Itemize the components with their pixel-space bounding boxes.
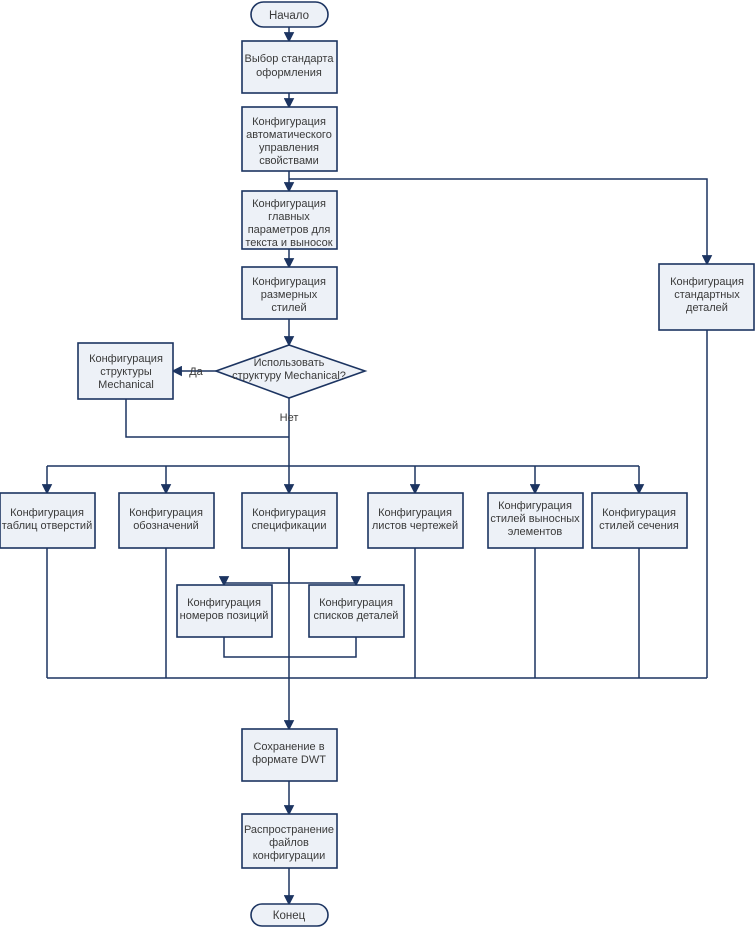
node-autoprops-label-line1: Конфигурация (252, 116, 326, 128)
connector-layer (41, 27, 713, 906)
node-textparams-label-line3: параметров для (248, 224, 331, 236)
node-decision-label-line2: структуру Mechanical? (232, 370, 346, 382)
node-end-label: Конец (273, 910, 306, 922)
node-stdparts-label-line3: деталей (686, 302, 728, 314)
node-savedwt-label-line1: Сохранение в (253, 741, 324, 753)
node-detailviews-label-line2: стилей выносных (490, 513, 580, 525)
node-decision-use-mechanical[interactable]: Использовать структуру Mechanical? (213, 344, 368, 399)
node-autoprops-label-line3: управления (259, 142, 319, 154)
node-holetables[interactable]: Конфигурация таблиц отверстий (0, 492, 96, 549)
node-textparams-label-line4: текста и выносок (245, 237, 332, 249)
node-sectionstyles[interactable]: Конфигурация стилей сечения (591, 492, 688, 549)
node-distribute[interactable]: Распространение файлов конфигурации (241, 813, 338, 869)
node-bom-label-line2: спецификации (252, 520, 327, 532)
node-autoprops-label-line4: свойствами (259, 155, 319, 167)
edge-label-no: Нет (280, 412, 299, 424)
node-standard-label-line2: оформления (256, 67, 322, 79)
node-end[interactable]: Конец (250, 903, 329, 927)
node-holetables-label-line1: Конфигурация (10, 507, 84, 519)
node-start-label: Начало (269, 10, 309, 22)
node-detailviews-label-line3: элементов (508, 526, 563, 538)
node-standard[interactable]: Выбор стандарта оформления (241, 40, 338, 94)
node-sheets-label-line1: Конфигурация (378, 507, 452, 519)
node-distribute-label-line2: файлов (269, 837, 309, 849)
node-sheets-label-line2: листов чертежей (372, 520, 458, 532)
edge-bom-split (224, 548, 356, 584)
node-stdparts-label-line1: Конфигурация (670, 276, 744, 288)
node-bom[interactable]: Конфигурация спецификации (241, 492, 338, 549)
node-partlists-label-line1: Конфигурация (319, 597, 393, 609)
node-stdparts[interactable]: Конфигурация стандартных деталей (658, 263, 755, 331)
node-stdparts-label-line2: стандартных (674, 289, 740, 301)
node-balloons[interactable]: Конфигурация номеров позиций (176, 584, 273, 638)
node-mechstruct-label-line3: Mechanical (98, 379, 154, 391)
node-dimstyles[interactable]: Конфигурация размерных стилей (241, 266, 338, 320)
node-detailviews-label-line1: Конфигурация (498, 500, 572, 512)
node-dimstyles-label-line2: размерных (261, 289, 318, 301)
node-symbols-label-line1: Конфигурация (129, 507, 203, 519)
node-sheets[interactable]: Конфигурация листов чертежей (367, 492, 464, 549)
node-bom-label-line1: Конфигурация (252, 507, 326, 519)
node-sectionstyles-label-line1: Конфигурация (602, 507, 676, 519)
edge-balloons-partlists-merge (223, 637, 357, 658)
node-start[interactable]: Начало (250, 1, 329, 28)
edge-mechstruct-to-trunk (125, 399, 289, 438)
node-dimstyles-label-line3: стилей (271, 302, 306, 314)
node-balloons-label-line2: номеров позиций (180, 610, 269, 622)
node-mechstruct[interactable]: Конфигурация структуры Mechanical (77, 342, 174, 400)
node-balloons-label-line1: Конфигурация (187, 597, 261, 609)
node-decision-label-line1: Использовать (254, 357, 325, 369)
edge-autoprops-to-stdparts (289, 178, 713, 266)
node-autoprops-label-line2: автоматического (246, 129, 332, 141)
node-dimstyles-label-line1: Конфигурация (252, 276, 326, 288)
node-detailviews[interactable]: Конфигурация стилей выносных элементов (487, 492, 584, 549)
node-distribute-label-line1: Распространение (244, 824, 334, 836)
node-autoprops[interactable]: Конфигурация автоматического управления … (241, 106, 338, 172)
node-holetables-label-line2: таблиц отверстий (2, 520, 92, 532)
node-partlists[interactable]: Конфигурация списков деталей (308, 584, 405, 638)
node-mechstruct-label-line1: Конфигурация (89, 353, 163, 365)
node-textparams-label-line2: главных (268, 211, 310, 223)
node-distribute-label-line3: конфигурации (253, 850, 326, 862)
edge-label-yes: Да (189, 366, 203, 378)
node-textparams[interactable]: Конфигурация главных параметров для текс… (241, 190, 338, 250)
node-partlists-label-line2: списков деталей (314, 610, 399, 622)
node-savedwt[interactable]: Сохранение в формате DWT (241, 728, 338, 782)
node-standard-label-line1: Выбор стандарта (245, 53, 335, 65)
node-symbols[interactable]: Конфигурация обозначений (118, 492, 215, 549)
node-textparams-label-line1: Конфигурация (252, 198, 326, 210)
node-sectionstyles-label-line2: стилей сечения (599, 520, 679, 532)
node-savedwt-label-line2: формате DWT (252, 754, 326, 766)
node-mechstruct-label-line2: структуры (100, 366, 152, 378)
node-symbols-label-line2: обозначений (133, 520, 199, 532)
